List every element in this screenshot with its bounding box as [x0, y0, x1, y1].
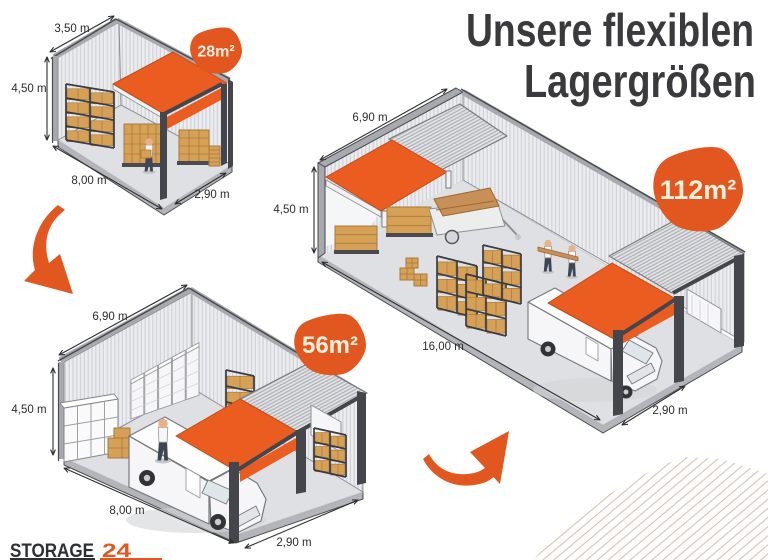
svg-text:8,00 m: 8,00 m: [109, 505, 144, 517]
svg-text:Unsere flexiblen: Unsere flexiblen: [466, 4, 754, 56]
svg-text:28m²: 28m²: [197, 43, 234, 60]
svg-text:6,90 m: 6,90 m: [352, 112, 387, 124]
svg-text:4,50 m: 4,50 m: [11, 83, 46, 95]
svg-text:8,00 m: 8,00 m: [71, 175, 106, 187]
svg-text:2,90 m: 2,90 m: [652, 405, 687, 417]
svg-text:16,00 m: 16,00 m: [422, 341, 464, 353]
svg-text:56m²: 56m²: [302, 332, 358, 359]
svg-text:4,50 m: 4,50 m: [273, 204, 308, 216]
svg-text:24: 24: [102, 541, 132, 560]
svg-text:112m²: 112m²: [660, 175, 737, 205]
svg-text:Lagergrößen: Lagergrößen: [524, 55, 756, 107]
svg-text:3,50 m: 3,50 m: [54, 23, 89, 35]
svg-text:2,90 m: 2,90 m: [276, 537, 311, 549]
svg-text:4,50 m: 4,50 m: [11, 404, 46, 416]
svg-text:6,90 m: 6,90 m: [92, 311, 127, 323]
svg-text:STORAGE: STORAGE: [10, 541, 94, 560]
svg-text:2,90 m: 2,90 m: [194, 189, 229, 201]
